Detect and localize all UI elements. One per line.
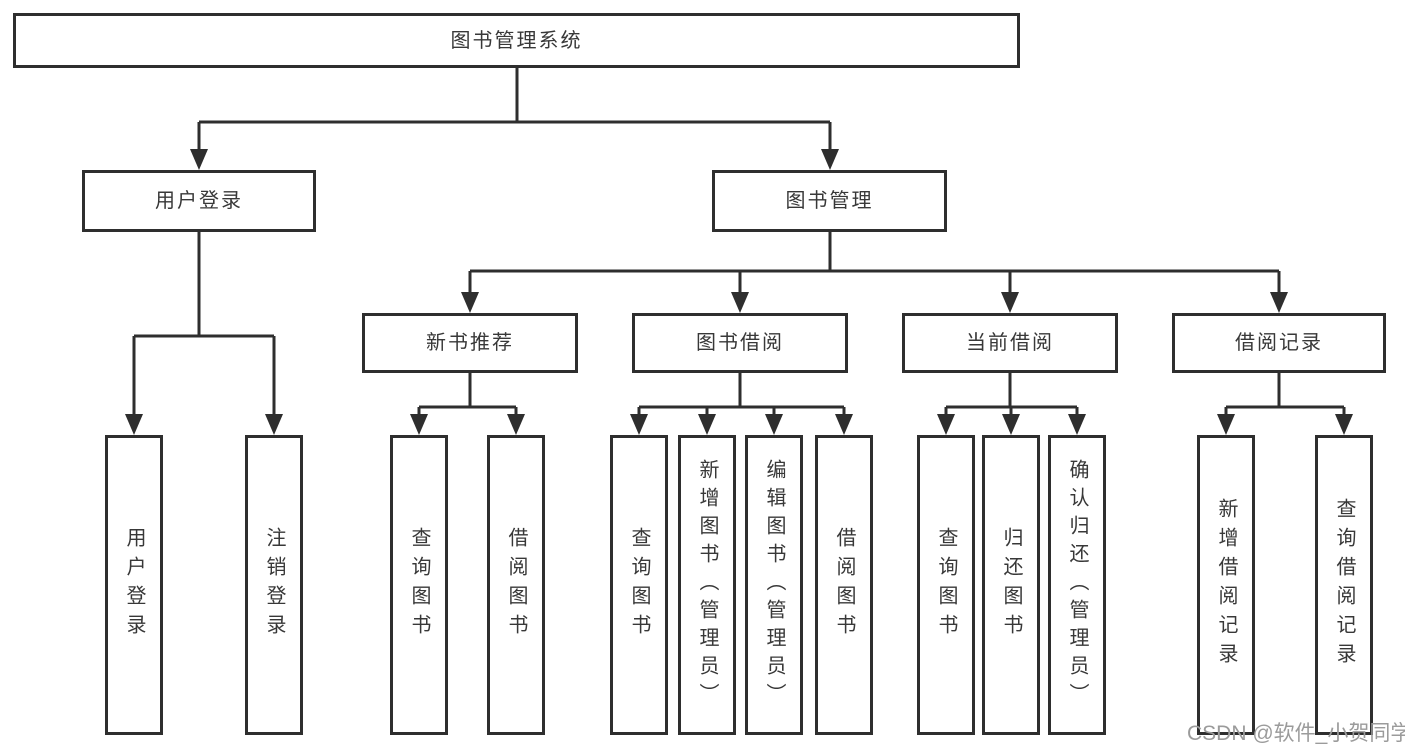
node-label: 用户登录 [123, 527, 145, 643]
arrow-icon [821, 149, 839, 170]
node-leaf-return-books: 归还图书 [982, 435, 1040, 735]
node-label: 查询图书 [935, 527, 957, 643]
node-leaf-query-books: 查询图书 [917, 435, 975, 735]
arrow-icon [1270, 292, 1288, 313]
node-leaf-add-books-admin: 新增图书（管理员） [678, 435, 736, 735]
node-leaf-add-borrow-record: 新增借阅记录 [1197, 435, 1255, 735]
arrow-icon [1002, 414, 1020, 435]
arrow-icon [410, 414, 428, 435]
arrow-icon [835, 414, 853, 435]
connector-root-to-level2 [197, 68, 832, 152]
connector-book-mgmt-branch [468, 232, 1281, 295]
node-borrow-records: 借阅记录 [1172, 313, 1386, 373]
node-leaf-query-books: 查询图书 [390, 435, 448, 735]
node-label: 查询图书 [628, 527, 650, 643]
csdn-watermark: CSDN @软件_小贺同学 [1187, 722, 1405, 745]
node-label: 新增图书（管理员） [696, 459, 718, 711]
arrowheads [125, 149, 1353, 435]
node-label: 归还图书 [1000, 527, 1022, 643]
node-book-management-branch: 图书管理 [712, 170, 947, 232]
node-label: 新增借阅记录 [1215, 498, 1237, 672]
node-leaf-borrow-books: 借阅图书 [487, 435, 545, 735]
node-label: 图书管理 [785, 190, 874, 212]
arrow-icon [765, 414, 783, 435]
node-label: 注销登录 [263, 527, 285, 643]
connector-borrow-records-branch [1224, 373, 1346, 417]
node-label: 用户登录 [155, 190, 243, 212]
arrow-icon [507, 414, 525, 435]
node-label: 查询图书 [408, 527, 430, 643]
connector-current-borrow-branch [944, 373, 1079, 417]
node-current-borrow: 当前借阅 [902, 313, 1118, 373]
connector-book-borrow-branch [637, 373, 846, 417]
node-label: 当前借阅 [966, 332, 1054, 354]
node-leaf-logout: 注销登录 [245, 435, 303, 735]
connector-new-book-branch [417, 373, 518, 417]
node-label: 新书推荐 [426, 332, 514, 354]
arrow-icon [630, 414, 648, 435]
node-label: 借阅图书 [505, 527, 527, 643]
node-leaf-query-borrow-record: 查询借阅记录 [1315, 435, 1373, 735]
arrow-icon [731, 292, 749, 313]
node-leaf-user-login: 用户登录 [105, 435, 163, 735]
arrow-icon [461, 292, 479, 313]
node-leaf-edit-books-admin: 编辑图书（管理员） [745, 435, 803, 735]
node-book-borrow: 图书借阅 [632, 313, 848, 373]
node-label: 借阅图书 [833, 527, 855, 643]
node-label: 编辑图书（管理员） [763, 459, 785, 711]
node-label: 图书借阅 [696, 332, 784, 354]
arrow-icon [1335, 414, 1353, 435]
arrow-icon [698, 414, 716, 435]
node-leaf-query-books: 查询图书 [610, 435, 668, 735]
node-label: 图书管理系统 [450, 29, 583, 52]
connector-user-login-branch [132, 232, 276, 417]
node-new-book-recommend: 新书推荐 [362, 313, 578, 373]
arrow-icon [125, 414, 143, 435]
node-leaf-borrow-books: 借阅图书 [815, 435, 873, 735]
node-leaf-confirm-return-admin: 确认归还（管理员） [1048, 435, 1106, 735]
arrow-icon [190, 149, 208, 170]
arrow-icon [1001, 292, 1019, 313]
arrow-icon [1068, 414, 1086, 435]
node-label: 借阅记录 [1235, 332, 1323, 354]
node-user-login-branch: 用户登录 [82, 170, 316, 232]
node-label: 确认归还（管理员） [1066, 459, 1088, 711]
arrow-icon [937, 414, 955, 435]
arrow-icon [265, 414, 283, 435]
node-label: 查询借阅记录 [1333, 498, 1355, 672]
node-library-management-system: 图书管理系统 [13, 13, 1020, 68]
arrow-icon [1217, 414, 1235, 435]
